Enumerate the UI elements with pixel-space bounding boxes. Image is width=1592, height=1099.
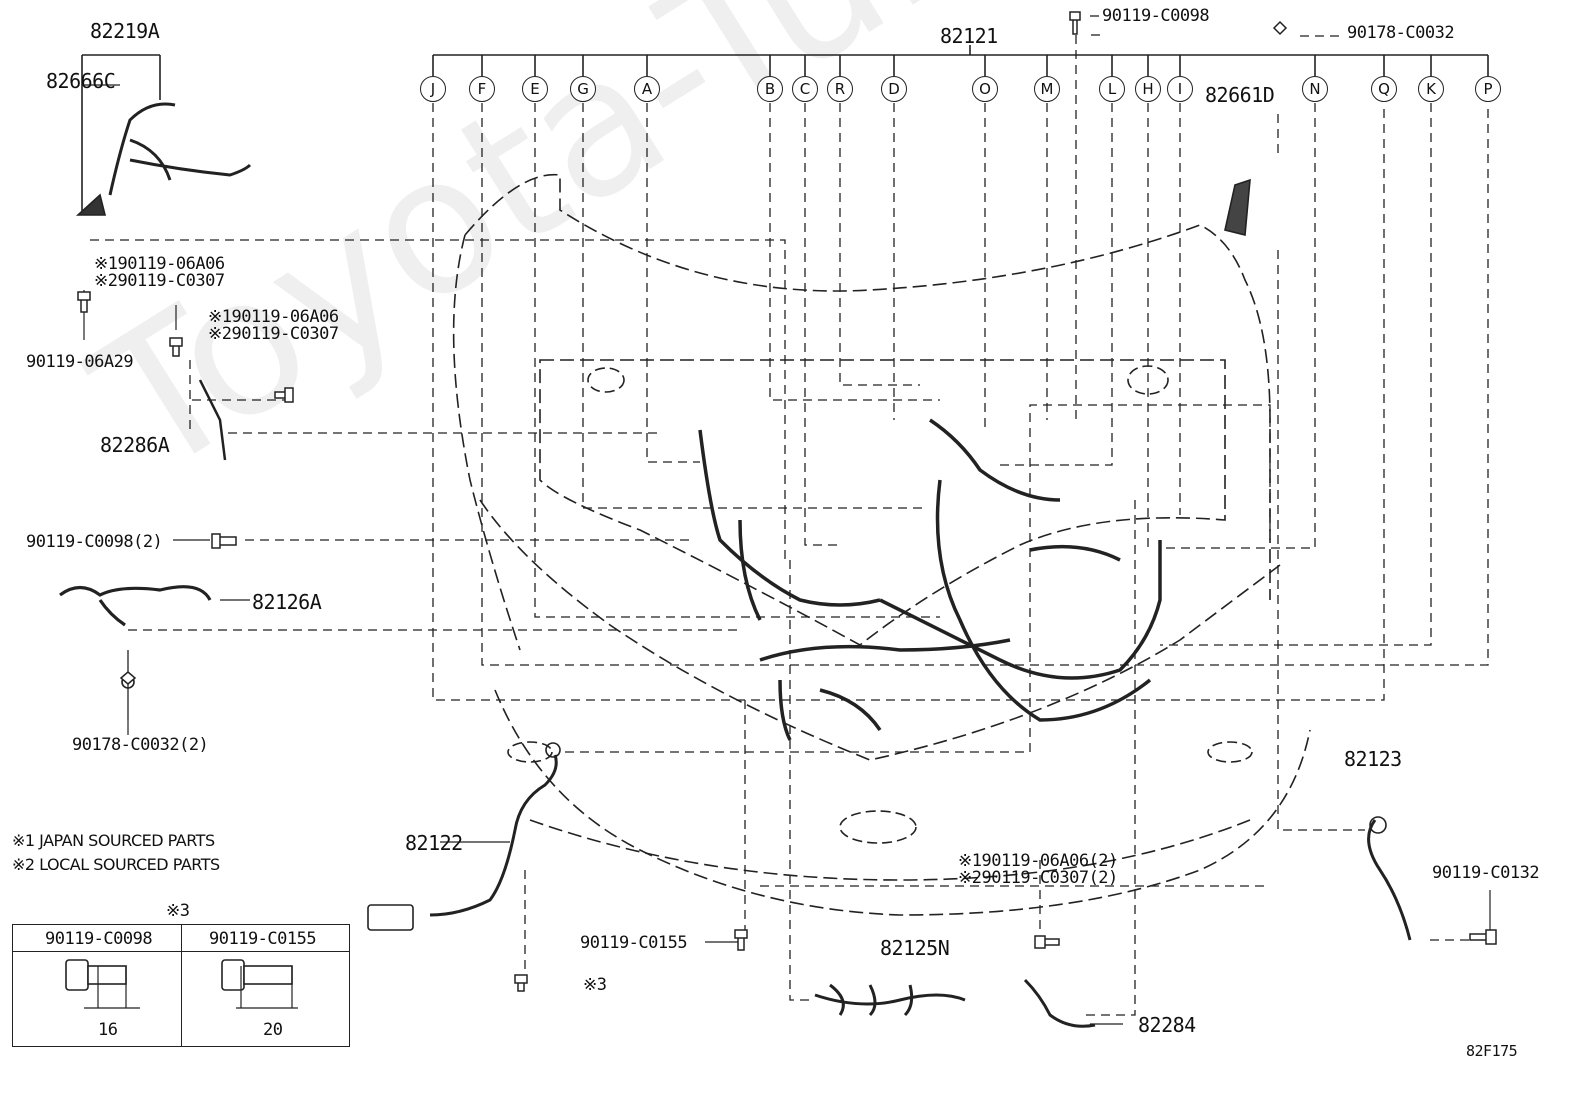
connector-d: D bbox=[881, 76, 907, 102]
connector-c: C bbox=[792, 76, 818, 102]
connector-m: M bbox=[1034, 76, 1060, 102]
part-82661D[interactable]: 82661D bbox=[1205, 83, 1275, 107]
part-82284[interactable]: 82284 bbox=[1138, 1013, 1196, 1037]
connector-p: P bbox=[1475, 76, 1501, 102]
connector-n: N bbox=[1302, 76, 1328, 102]
part-82126A[interactable]: 82126A bbox=[252, 590, 322, 614]
fender-left bbox=[452, 234, 521, 651]
part-82666C[interactable]: 82666C bbox=[46, 69, 116, 93]
connector-g: G bbox=[570, 76, 596, 102]
connector-o: O bbox=[972, 76, 998, 102]
part-82125N[interactable]: 82125N bbox=[880, 936, 950, 960]
part-82122[interactable]: 82122 bbox=[405, 831, 463, 855]
fastener-90119-C0098-top[interactable]: 90119-C0098 bbox=[1102, 6, 1210, 26]
connector-k: K bbox=[1418, 76, 1444, 102]
fastener-alt-2a[interactable]: ※190119-06A06 bbox=[208, 307, 339, 327]
table-col1-dim: 16 bbox=[98, 1020, 118, 1040]
connector-b: B bbox=[757, 76, 783, 102]
engine-bay bbox=[539, 359, 1226, 646]
fastener-90119-C0155[interactable]: 90119-C0155 bbox=[580, 933, 688, 953]
fastener-alt-2b[interactable]: ※290119-C0307 bbox=[208, 324, 339, 344]
bumper-grille bbox=[529, 819, 1251, 881]
hood-outline bbox=[464, 173, 1271, 600]
fastener-alt-1b[interactable]: ※290119-C0307 bbox=[94, 271, 225, 291]
fastener-90119-C0132[interactable]: 90119-C0132 bbox=[1432, 863, 1540, 883]
front-bumper bbox=[479, 499, 1281, 761]
connector-l: L bbox=[1099, 76, 1125, 102]
fastener-alt-1a[interactable]: ※190119-06A06 bbox=[94, 254, 225, 274]
fastener-alt-3a[interactable]: ※190119-06A06(2) bbox=[958, 851, 1118, 871]
table-col2-header: 90119-C0155 bbox=[209, 929, 317, 949]
table-col2-dim: 20 bbox=[263, 1020, 283, 1040]
part-82286A[interactable]: 82286A bbox=[100, 433, 170, 457]
table-col1-header: 90119-C0098 bbox=[45, 929, 153, 949]
note-local-sourced: ※2 LOCAL SOURCED PARTS bbox=[12, 855, 220, 874]
fastener-note-3: ※3 bbox=[583, 975, 607, 995]
note-japan-sourced: ※1 JAPAN SOURCED PARTS bbox=[12, 831, 215, 850]
fastener-table: 90119-C0098 90119-C0155 16 20 bbox=[12, 924, 350, 1047]
bumper-lower bbox=[494, 689, 1311, 916]
fastener-90178-C0032-top[interactable]: 90178-C0032 bbox=[1347, 23, 1455, 43]
connector-j: J bbox=[420, 76, 446, 102]
figure-code: 82F175 bbox=[1466, 1042, 1518, 1060]
connector-a: A bbox=[634, 76, 660, 102]
part-82121[interactable]: 82121 bbox=[940, 24, 998, 48]
fastener-90178-C0032-2[interactable]: 90178-C0032(2) bbox=[72, 735, 209, 755]
connector-q: Q bbox=[1371, 76, 1397, 102]
fastener-90119-06A29[interactable]: 90119-06A29 bbox=[26, 352, 134, 372]
note-3-label: ※3 bbox=[166, 901, 190, 921]
part-82219A[interactable]: 82219A bbox=[90, 19, 160, 43]
connector-e: E bbox=[522, 76, 548, 102]
connector-r: R bbox=[827, 76, 853, 102]
connector-h: H bbox=[1135, 76, 1161, 102]
connector-i: I bbox=[1167, 76, 1193, 102]
connector-f: F bbox=[469, 76, 495, 102]
fastener-alt-3b[interactable]: ※290119-C0307(2) bbox=[958, 868, 1118, 888]
part-82123[interactable]: 82123 bbox=[1344, 747, 1402, 771]
fastener-90119-C0098-2[interactable]: 90119-C0098(2) bbox=[26, 532, 163, 552]
